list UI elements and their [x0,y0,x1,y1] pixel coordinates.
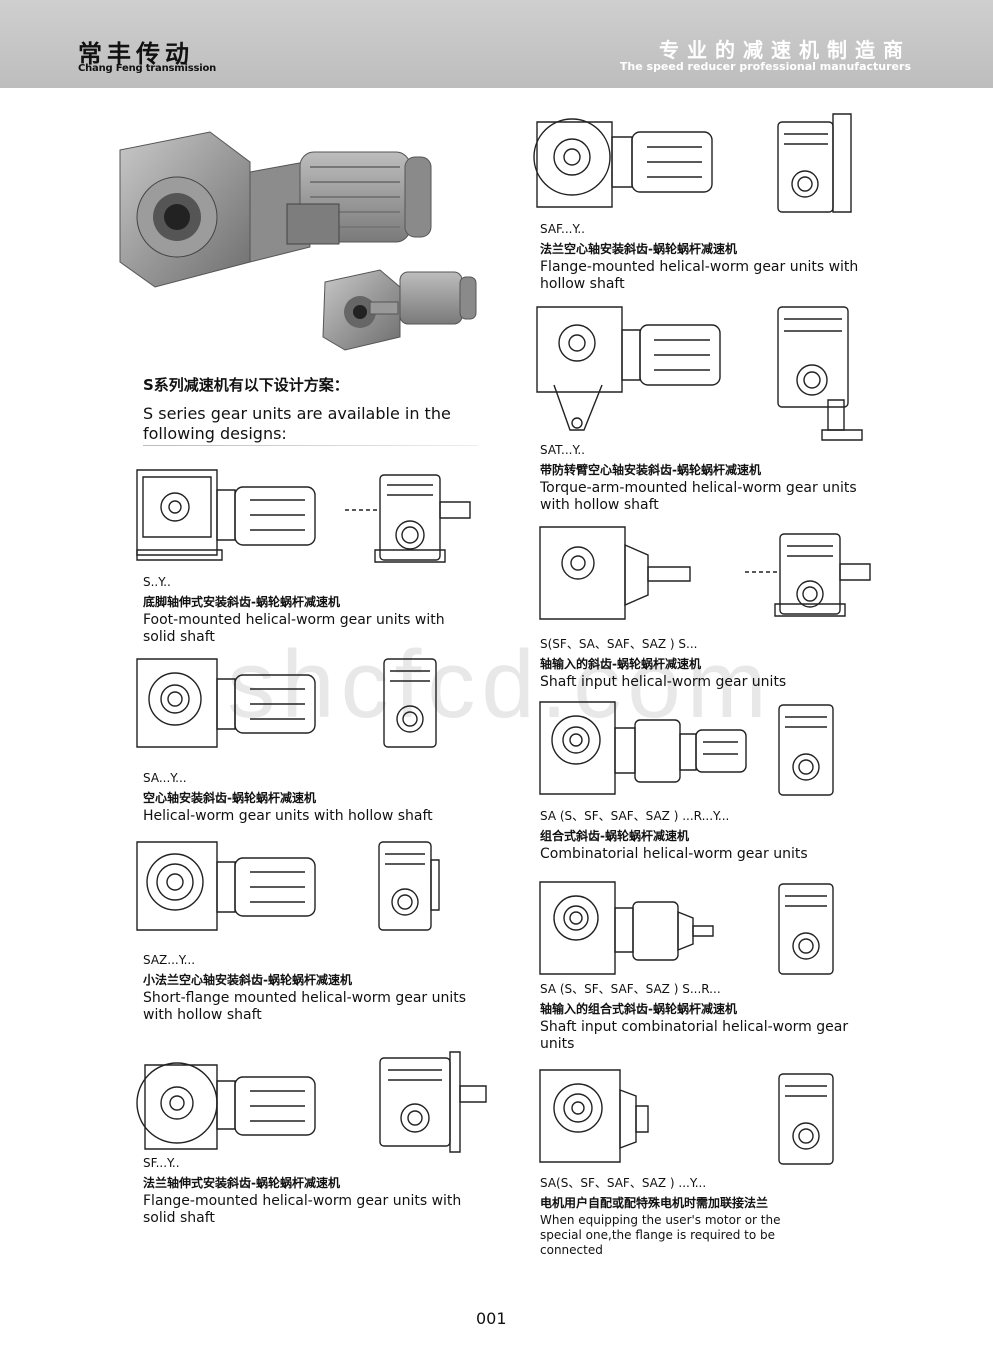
design-title-cn: 带防转臂空心轴安装斜齿-蜗轮蜗杆减速机 [540,463,761,477]
design-user-motor: SA(S、SF、SAF、SAZ ) ...Y... 电机用户自配或配特殊电机时需… [540,1176,820,1258]
design-code: SA(S、SF、SAF、SAZ ) ...Y... [540,1176,707,1190]
design-code: SA...Y... [143,771,187,785]
gear-unit-end-drawing [360,1050,490,1155]
gear-unit-side-drawing [135,1055,325,1155]
slogan-cn: 专业的减速机制造商 [659,38,911,62]
slogan-en: The speed reducer professional manufactu… [619,60,911,73]
brand-name-cn: 常丰传动 [78,40,194,68]
design-title-cn: 底脚轴伸式安装斜齿-蜗轮蜗杆减速机 [143,595,340,609]
design-title-en: Flange-mounted helical-worm gear units w… [143,1193,462,1226]
design-code: S(SF、SA、SAF、SAZ ) S... [540,637,698,651]
design-sf-y: SF...Y.. 法兰轴伸式安装斜齿-蜗轮蜗杆减速机 Flange-mounte… [143,1156,493,1227]
gear-unit-end-drawing [375,840,445,935]
gear-unit-end-drawing [775,1072,840,1167]
gear-unit-end-drawing [770,112,860,217]
page-number: 001 [476,1309,507,1328]
design-title-cn: 空心轴安装斜齿-蜗轮蜗杆减速机 [143,791,316,805]
design-s-y: S..Y.. 底脚轴伸式安装斜齿-蜗轮蜗杆减速机 Foot-mounted he… [143,575,463,646]
intro-cn: S系列减速机有以下设计方案： [143,376,349,394]
design-saf-y: SAF...Y.. 法兰空心轴安装斜齿-蜗轮蜗杆减速机 Flange-mount… [540,222,880,293]
design-title-en: Torque-arm-mounted helical-worm gear uni… [540,480,857,513]
gear-unit-side-drawing [538,525,698,625]
design-title-cn: 法兰空心轴安装斜齿-蜗轮蜗杆减速机 [540,242,737,256]
design-title-cn: 电机用户自配或配特殊电机时需加联接法兰 [540,1196,769,1210]
design-title-en: Flange-mounted helical-worm gear units w… [540,259,859,292]
design-combinatorial: SA (S、SF、SAF、SAZ ) ...R...Y... 组合式斜齿-蜗轮蜗… [540,809,880,863]
design-code: SAT...Y.. [540,443,585,457]
gear-unit-side-drawing [135,657,325,752]
gear-unit-side-drawing [538,700,758,800]
gear-unit-end-drawing [380,657,440,752]
design-code: S..Y.. [143,575,171,589]
design-shaft-input-combinatorial: SA (S、SF、SAF、SAZ ) S...R... 轴输入的组合式斜齿-蜗轮… [540,982,880,1053]
design-title-en: Foot-mounted helical-worm gear units wit… [143,612,445,645]
design-title-en: Short-flange mounted helical-worm gear u… [143,990,467,1023]
design-title-en: When equipping the user's motor or the s… [540,1213,781,1257]
design-title-en: Shaft input combinatorial helical-worm g… [540,1019,849,1052]
gear-unit-end-drawing [775,703,840,798]
page-header: 常丰传动 Chang Feng transmission 专业的减速机制造商 T… [0,0,993,88]
brand-name-en: Chang Feng transmission [78,63,217,74]
design-title-cn: 小法兰空心轴安装斜齿-蜗轮蜗杆减速机 [143,973,352,987]
design-title-en: Shaft input helical-worm gear units [540,674,787,690]
design-title-cn: 轴输入的组合式斜齿-蜗轮蜗杆减速机 [540,1002,737,1016]
design-code: SF...Y.. [143,1156,180,1170]
product-photo [119,131,477,351]
design-saz-y: SAZ...Y... 小法兰空心轴安装斜齿-蜗轮蜗杆减速机 Short-flan… [143,953,493,1024]
design-title-en: Helical-worm gear units with hollow shaf… [143,808,433,824]
design-code: SA (S、SF、SAF、SAZ ) S...R... [540,982,721,996]
gear-unit-side-drawing [135,465,325,565]
design-title-cn: 轴输入的斜齿-蜗轮蜗杆减速机 [540,657,701,671]
design-code: SA (S、SF、SAF、SAZ ) ...R...Y... [540,809,730,823]
gear-unit-side-drawing [532,305,732,440]
design-sat-y: SAT...Y.. 带防转臂空心轴安装斜齿-蜗轮蜗杆减速机 Torque-arm… [540,443,890,514]
design-shaft-input: S(SF、SA、SAF、SAZ ) S... 轴输入的斜齿-蜗轮蜗杆减速机 Sh… [540,637,880,691]
design-sa-y: SA...Y... 空心轴安装斜齿-蜗轮蜗杆减速机 Helical-worm g… [143,771,463,825]
gear-unit-side-drawing [538,1068,658,1168]
gear-unit-side-drawing [532,112,722,217]
gear-unit-end-drawing [770,305,870,445]
gear-unit-side-drawing [135,840,325,935]
gear-unit-end-drawing [345,470,475,570]
design-code: SAZ...Y... [143,953,196,967]
gear-unit-end-drawing [745,532,875,622]
design-title-cn: 法兰轴伸式安装斜齿-蜗轮蜗杆减速机 [143,1176,340,1190]
intro-block: S系列减速机有以下设计方案： S series gear units are a… [143,374,483,444]
gear-unit-side-drawing [538,880,718,980]
intro-divider [143,445,478,446]
gear-unit-end-drawing [775,882,840,977]
intro-en: S series gear units are available in the… [143,404,451,443]
design-title-cn: 组合式斜齿-蜗轮蜗杆减速机 [540,829,689,843]
design-code: SAF...Y.. [540,222,585,236]
design-title-en: Combinatorial helical-worm gear units [540,846,808,862]
